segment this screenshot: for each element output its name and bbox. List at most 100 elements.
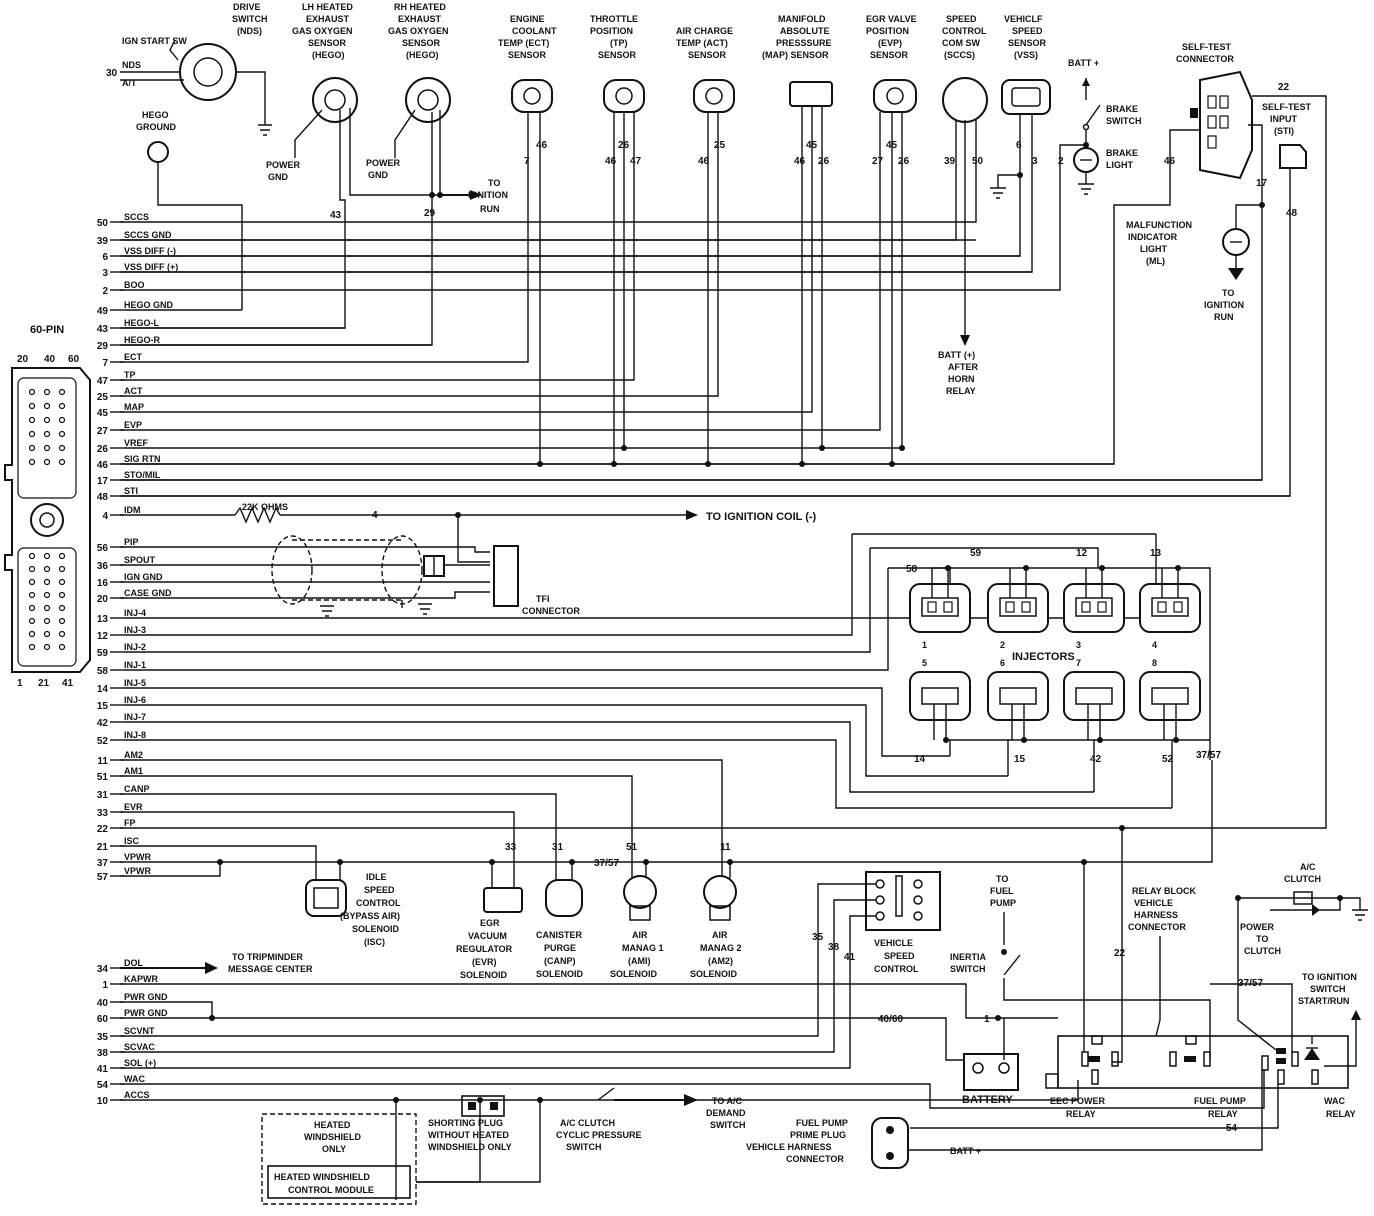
pin-label: 51 <box>626 842 638 853</box>
connector-pin <box>28 630 36 638</box>
sensor-label: POSITION <box>590 26 633 36</box>
connector-pin <box>58 565 66 573</box>
injector <box>909 671 971 721</box>
wire-signal-name: IDM <box>124 505 141 515</box>
connector-pin <box>58 388 66 396</box>
at-label: A/T <box>122 78 137 88</box>
wire-pin-number: 41 <box>97 1064 109 1075</box>
pin-label: 47 <box>630 156 642 167</box>
wire-signal-name: EVR <box>124 802 143 812</box>
batt-label: BATT + <box>1068 58 1099 68</box>
wire-pin-number: 29 <box>97 341 109 352</box>
connector-pin <box>43 388 51 396</box>
wire-signal-name: PWR GND <box>124 1008 168 1018</box>
wire-pin-number: 56 <box>97 543 109 554</box>
wire-signal-name: ACCS <box>124 1090 150 1100</box>
injector <box>909 583 971 633</box>
wire-signal-name: INJ-3 <box>124 625 146 635</box>
wire-pin-number: 35 <box>97 1032 109 1043</box>
pin-label: 15 <box>1014 754 1026 765</box>
pin-label: 27 <box>872 156 884 167</box>
ac-clutch-label: A/C <box>1300 862 1316 872</box>
batt-plus2-label: BATT + <box>950 1146 981 1156</box>
wire-pin-number: 33 <box>97 808 109 819</box>
to-ignition-run-label: TO <box>488 178 500 188</box>
inertia-label: INERTIA <box>950 952 987 962</box>
wire-signal-name: VREF <box>124 438 149 448</box>
wire-signal-name: INJ-5 <box>124 678 146 688</box>
connector-pin-label: 21 <box>38 678 50 689</box>
am1-label: SOLENOID <box>610 969 658 979</box>
connector-pin <box>28 402 36 410</box>
connector-pin <box>43 591 51 599</box>
connector-pin <box>28 430 36 438</box>
pin-label: 25 <box>714 140 726 151</box>
ac-clutch-label: CLUTCH <box>1284 874 1321 884</box>
tripminder-label: TO TRIPMINDER <box>232 952 303 962</box>
wire-pin-number: 13 <box>97 614 109 625</box>
ohms-label: 22K OHMS <box>242 502 288 512</box>
shorting-plug-label: WITHOUT HEATED <box>428 1130 509 1140</box>
injectors-label: INJECTORS <box>1012 651 1075 663</box>
injector-number: 2 <box>1000 640 1005 650</box>
heated-module-label: HEATED WINDSHIELD <box>274 1172 370 1182</box>
connector-pin <box>58 604 66 612</box>
rh-hego-sensor: RH HEATED EXHAUST GAS OXYGEN SENSOR (HEG… <box>120 2 508 346</box>
batt-after-horn-label: RELAY <box>946 386 976 396</box>
connector-pin <box>58 578 66 586</box>
wire-pin-number: 37 <box>97 858 109 869</box>
eec-relay-label: EEC POWER <box>1050 1096 1106 1106</box>
ac-cyclic-label: SWITCH <box>566 1142 602 1152</box>
pin-label: 11 <box>720 842 731 853</box>
sensor-label: EXHAUST <box>306 14 350 24</box>
injector-number: 6 <box>1000 658 1005 668</box>
connector-pin <box>28 617 36 625</box>
sensor-label: GAS OXYGEN <box>388 26 449 36</box>
power-gnd-label: GND <box>368 170 389 180</box>
injector-number: 5 <box>922 658 927 668</box>
pin-label: 2 <box>1058 156 1064 167</box>
wire-pin-number: 51 <box>97 772 109 783</box>
sti-label: (STI) <box>1274 126 1294 136</box>
to-ac-demand-label: TO A/C <box>712 1096 743 1106</box>
sensor-label: RH HEATED <box>394 2 446 12</box>
canp-label: CANISTER <box>536 930 583 940</box>
batt-after-horn-label: AFTER <box>948 362 978 372</box>
brake-switch: BATT + BRAKE SWITCH BRAKE LIGHT 2 <box>120 58 1142 291</box>
relay-block-label: CONNECTOR <box>1128 922 1186 932</box>
injector <box>1063 671 1125 721</box>
sensor-label: SENSOR <box>308 38 347 48</box>
wire-pin-number: 20 <box>97 594 109 605</box>
pin-label: 41 <box>844 952 856 963</box>
prime-plug-label: FUEL PUMP <box>796 1118 848 1128</box>
connector-pin <box>28 643 36 651</box>
prime-plug-label: CONNECTOR <box>786 1154 844 1164</box>
isc-label: IDLE <box>366 872 387 882</box>
vehicle-speed-control: 35 38 41 VEHICLE SPEED CONTROL <box>120 871 941 1069</box>
injector-number: 3 <box>1076 640 1081 650</box>
connector-pin <box>58 402 66 410</box>
mil-label: MALFUNCTION <box>1126 220 1192 230</box>
sensor-label: EXHAUST <box>398 14 442 24</box>
wire-pin-number: 52 <box>97 736 109 747</box>
to-ign-switch-label: START/RUN <box>1298 996 1349 1006</box>
self-test-label: CONNECTOR <box>1176 54 1234 64</box>
connector-pin <box>28 604 36 612</box>
sensor-label: ABSOLUTE <box>780 26 830 36</box>
sensor-label: (EVP) <box>878 38 902 48</box>
heated-ws-label: WINDSHIELD <box>304 1132 361 1142</box>
pin-label: 26 <box>818 156 830 167</box>
connector-pin <box>28 388 36 396</box>
wire-pin-number: 39 <box>97 236 109 247</box>
pin-label: 46 <box>536 140 548 151</box>
to-ignition-run2-label: TO <box>1222 288 1234 298</box>
pin-label: 29 <box>424 208 436 219</box>
to-ign-switch-label: SWITCH <box>1310 984 1346 994</box>
connector-pin-label: 20 <box>17 354 29 365</box>
to-fuel-pump-label: FUEL <box>990 886 1014 896</box>
wire-pin-number: 36 <box>97 561 109 572</box>
wire-signal-name: CASE GND <box>124 588 172 598</box>
wire-pin-number: 12 <box>97 631 109 642</box>
sensor-label: (HEGO) <box>406 50 439 60</box>
pin-label: 17 <box>1256 178 1268 189</box>
